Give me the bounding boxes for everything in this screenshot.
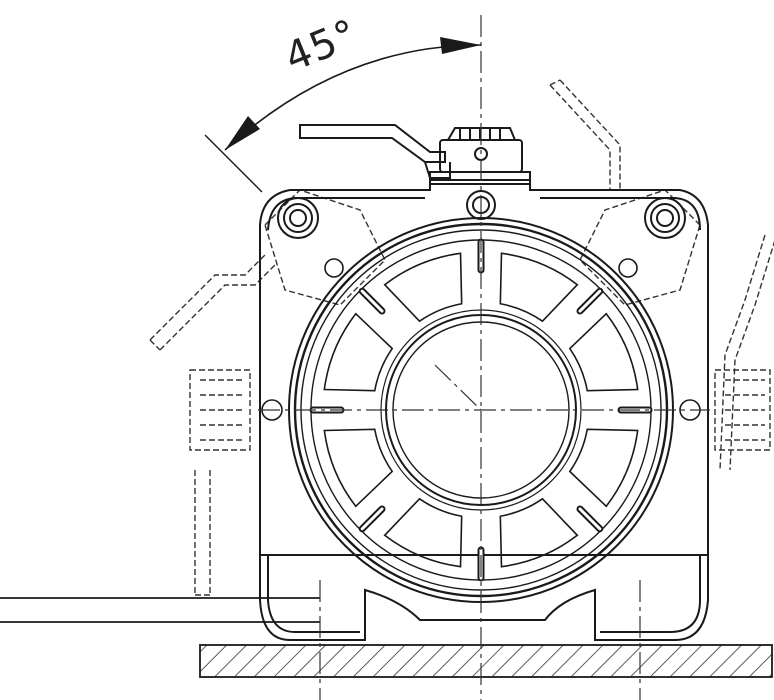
drum-window [499,252,579,323]
rotated-housing-ghost [149,79,774,596]
drum-window [568,312,639,392]
center-lines [258,15,710,700]
drum-slot-inner [360,507,384,531]
drum-slot-inner [360,289,384,313]
angle-arrowhead-right [440,37,481,54]
cable-lines [0,597,320,623]
clutch-lever [299,124,451,179]
drum-window [383,497,463,568]
drum-window [323,428,394,508]
angle-dimension: 45° [204,11,482,193]
angle-label: 45° [279,11,365,81]
angle-arrowhead-left [225,116,260,150]
drum-window [499,497,579,568]
drum-window [568,428,639,508]
drum-slot-inner [578,507,602,531]
drum-slot-inner [578,289,602,313]
drum-window [323,312,394,392]
corner-bolt-left [277,197,319,239]
drum-window [383,252,463,323]
corner-bolt-right [644,197,686,239]
ground-plate [199,644,773,678]
